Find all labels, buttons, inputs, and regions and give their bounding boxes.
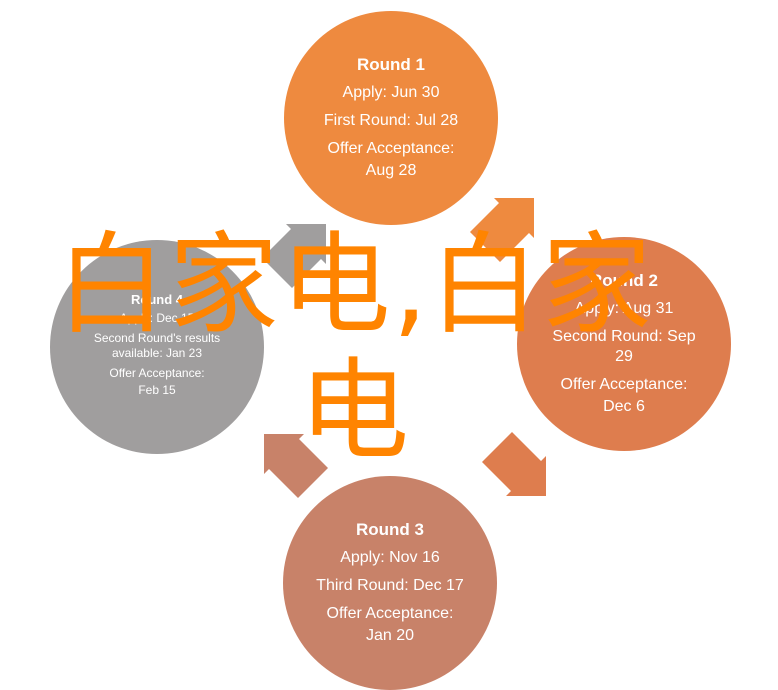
round-4-offer-label: Offer Acceptance: (109, 365, 205, 380)
round-1-interview: First Round: Jul 28 (323, 112, 459, 129)
round-2-circle: Round 2 Apply: Aug 31 Second Round: Sep … (517, 237, 731, 451)
round-1-circle: Round 1 Apply: Jun 30 First Round: Jul 2… (284, 11, 498, 225)
round-4-title: Round 4 (131, 291, 183, 307)
round-2-apply: Apply: Aug 31 (574, 300, 674, 317)
arrow-round3-to-round4 (264, 434, 328, 498)
round-3-title: Round 3 (356, 520, 424, 539)
round-3-offer-label: Offer Acceptance: (326, 605, 454, 622)
round-4-offer-date: Feb 15 (138, 382, 176, 397)
round-4-results: Second Round's results available: Jan 23 (93, 330, 221, 360)
round-4-apply: Apply: Dec 15 (119, 310, 195, 325)
round-1-title: Round 1 (357, 55, 425, 74)
round-4-circle: Round 4 Apply: Dec 15 Second Round's res… (50, 240, 264, 454)
round-3-offer-date: Jan 20 (365, 627, 415, 644)
round-3-circle: Round 3 Apply: Nov 16 Third Round: Dec 1… (283, 476, 497, 690)
round-1-apply: Apply: Jun 30 (342, 84, 440, 101)
arrow-round2-to-round3 (482, 432, 546, 496)
round-2-interview: Second Round: Sep 29 (552, 328, 696, 365)
round-3-apply: Apply: Nov 16 (340, 549, 440, 566)
round-3-interview: Third Round: Dec 17 (316, 577, 464, 594)
arrow-round4-to-round1 (262, 224, 326, 288)
round-1-offer-date: Aug 28 (365, 162, 417, 179)
arrow-round1-to-round2 (470, 198, 534, 262)
round-2-offer-date: Dec 6 (603, 398, 645, 415)
round-1-offer-label: Offer Acceptance: (327, 140, 455, 157)
round-2-title: Round 2 (590, 271, 658, 290)
round-2-offer-label: Offer Acceptance: (560, 376, 688, 393)
